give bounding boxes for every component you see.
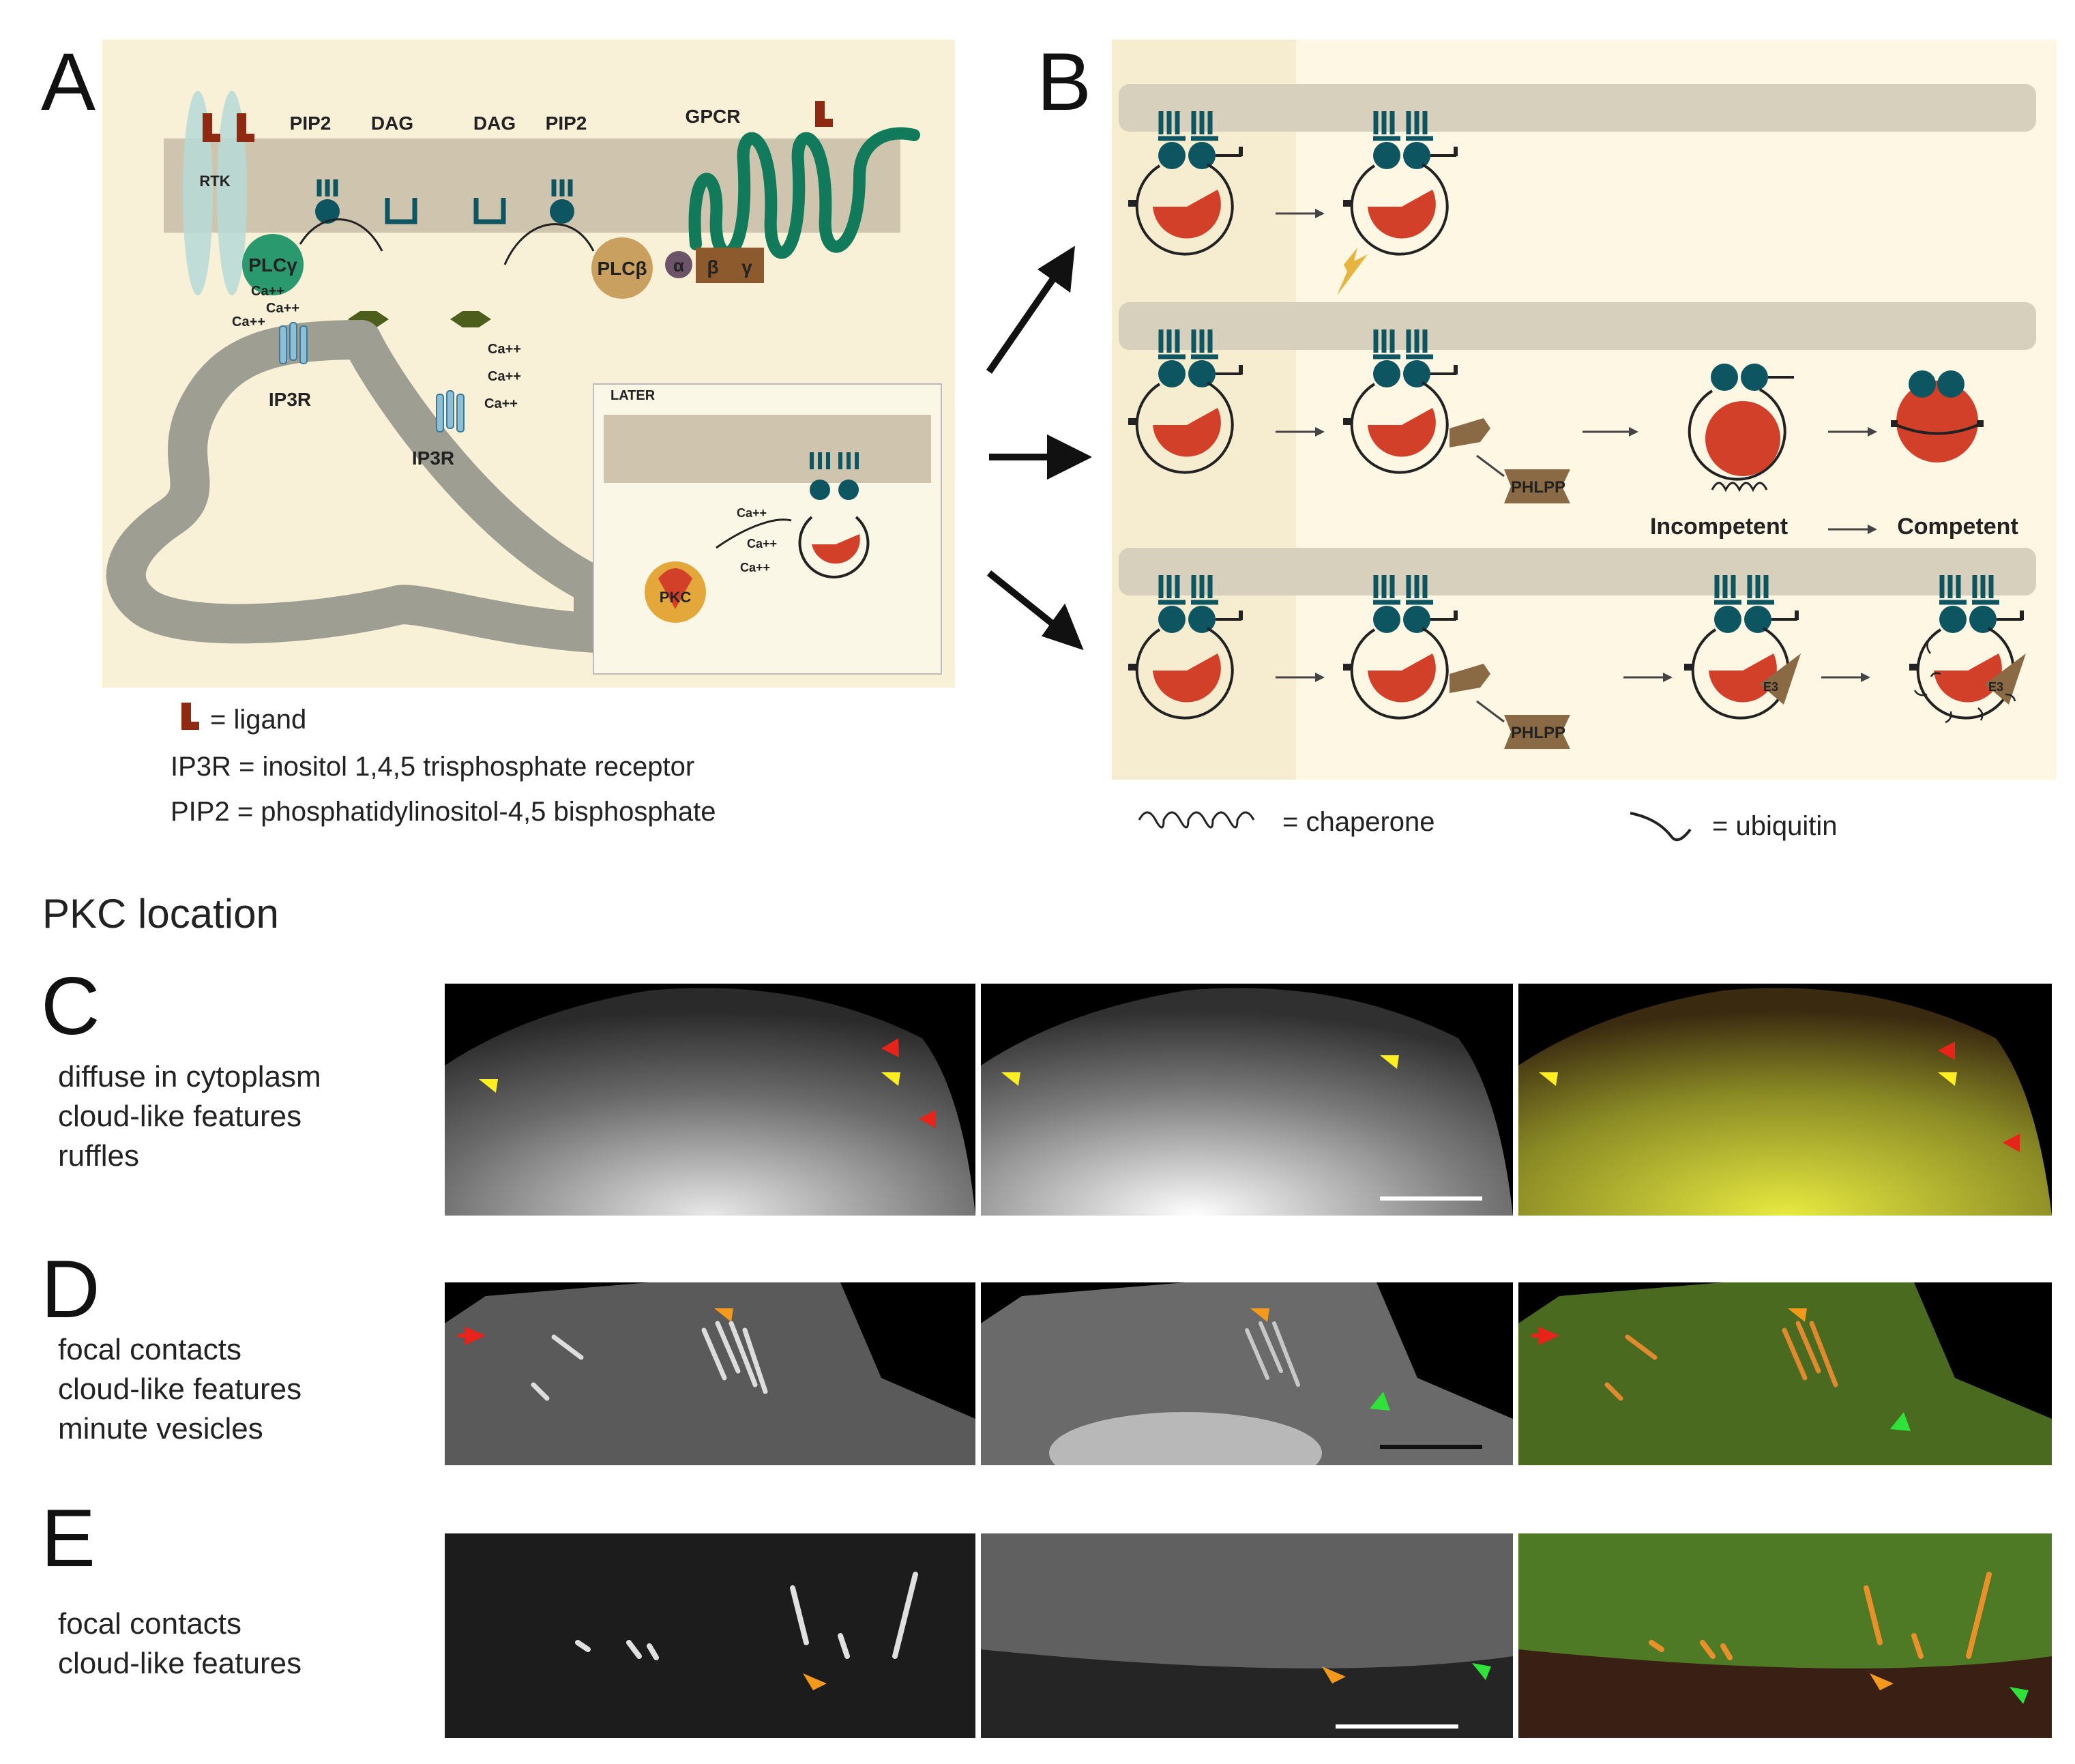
svg-text:Ca++: Ca++ [251,284,284,299]
phlpp-label-1: PHLPP [1511,478,1565,497]
a-to-b-arrows [986,246,1091,651]
e3-label-1: E3 [1763,680,1778,694]
chaperone-icon [1138,811,1255,829]
scale-bar [1380,1445,1482,1449]
ip3r-right-label: IP3R [412,447,454,469]
beta-label: β [707,256,718,278]
ubiquitin-icon [1630,812,1692,842]
scale-bar [1336,1724,1458,1729]
phlpp-label-2: PHLPP [1511,724,1565,742]
panel-letter-d: D [41,1244,100,1335]
micrograph-c-3 [1518,984,2052,1216]
svg-text:Ca++: Ca++ [737,506,767,520]
legend-pip2: PIP2 = phosphatidylinositol-4,5 bisphosp… [171,797,716,827]
rtk-label: RTK [199,173,230,190]
plcg-label: PLCγ [248,254,297,276]
legend-ip3r: IP3R = inositol 1,4,5 trisphosphate rece… [171,752,695,782]
svg-text:Ca++: Ca++ [488,342,521,357]
micrograph-d-3 [1518,1282,2052,1465]
micrograph-e-3 [1518,1533,2052,1738]
incompetent-label: Incompetent [1650,514,1788,540]
micrograph-d-1 [445,1282,975,1465]
svg-text:Ca++: Ca++ [266,301,299,316]
micrograph-e-1 [445,1533,975,1738]
panel-letter-b: B [1037,36,1092,128]
pkc-label: PKC [660,589,692,606]
plcb-label: PLCβ [597,258,647,279]
legend-ligand: = ligand [177,701,306,735]
scale-bar [1380,1196,1482,1201]
micrograph-c-2 [981,984,1513,1216]
dag-left-label: DAG [371,113,413,134]
ligand-icons [203,101,833,142]
micrograph-e-2 [981,1533,1513,1738]
alpha-label: α [673,255,684,276]
svg-text:Ca++: Ca++ [232,314,265,329]
panel-b-diagram: PHLPP Incompetent Competent PHLPP E3 E3 [1112,40,2057,780]
endoplasmic-reticulum [106,320,613,653]
micrograph-d-2 [981,1282,1513,1465]
panel-letter-e: E [41,1493,96,1584]
legend-ubiquitin: = ubiquitin [1623,805,1837,846]
panel-letter-c: C [41,960,100,1052]
pip2-right-label: PIP2 [546,113,587,134]
pkc-location-title: PKC location [42,891,279,937]
legend-chaperone: = chaperone [1132,805,1435,839]
panel-a-diagram: RTK PIP2 DAG DAG PIP2 GPCR α β γ PLCγ PL… [102,40,955,688]
svg-text:Ca++: Ca++ [484,396,518,411]
e3-label-2: E3 [1988,680,2003,694]
pip2-left-label: PIP2 [290,113,332,134]
ligand-icon [181,703,199,730]
ip3r-left-label: IP3R [269,389,311,410]
micrograph-c-1 [445,984,975,1216]
gpcr-label: GPCR [686,106,741,127]
svg-text:Ca++: Ca++ [488,369,521,384]
panel-letter-a: A [41,36,96,128]
competent-label: Competent [1897,514,2018,540]
gpcr-receptor [688,127,920,259]
svg-text:Ca++: Ca++ [740,561,770,574]
later-label: LATER [610,388,656,403]
dag-right-label: DAG [473,113,516,134]
gamma-label: γ [741,256,752,278]
svg-text:Ca++: Ca++ [747,537,777,550]
